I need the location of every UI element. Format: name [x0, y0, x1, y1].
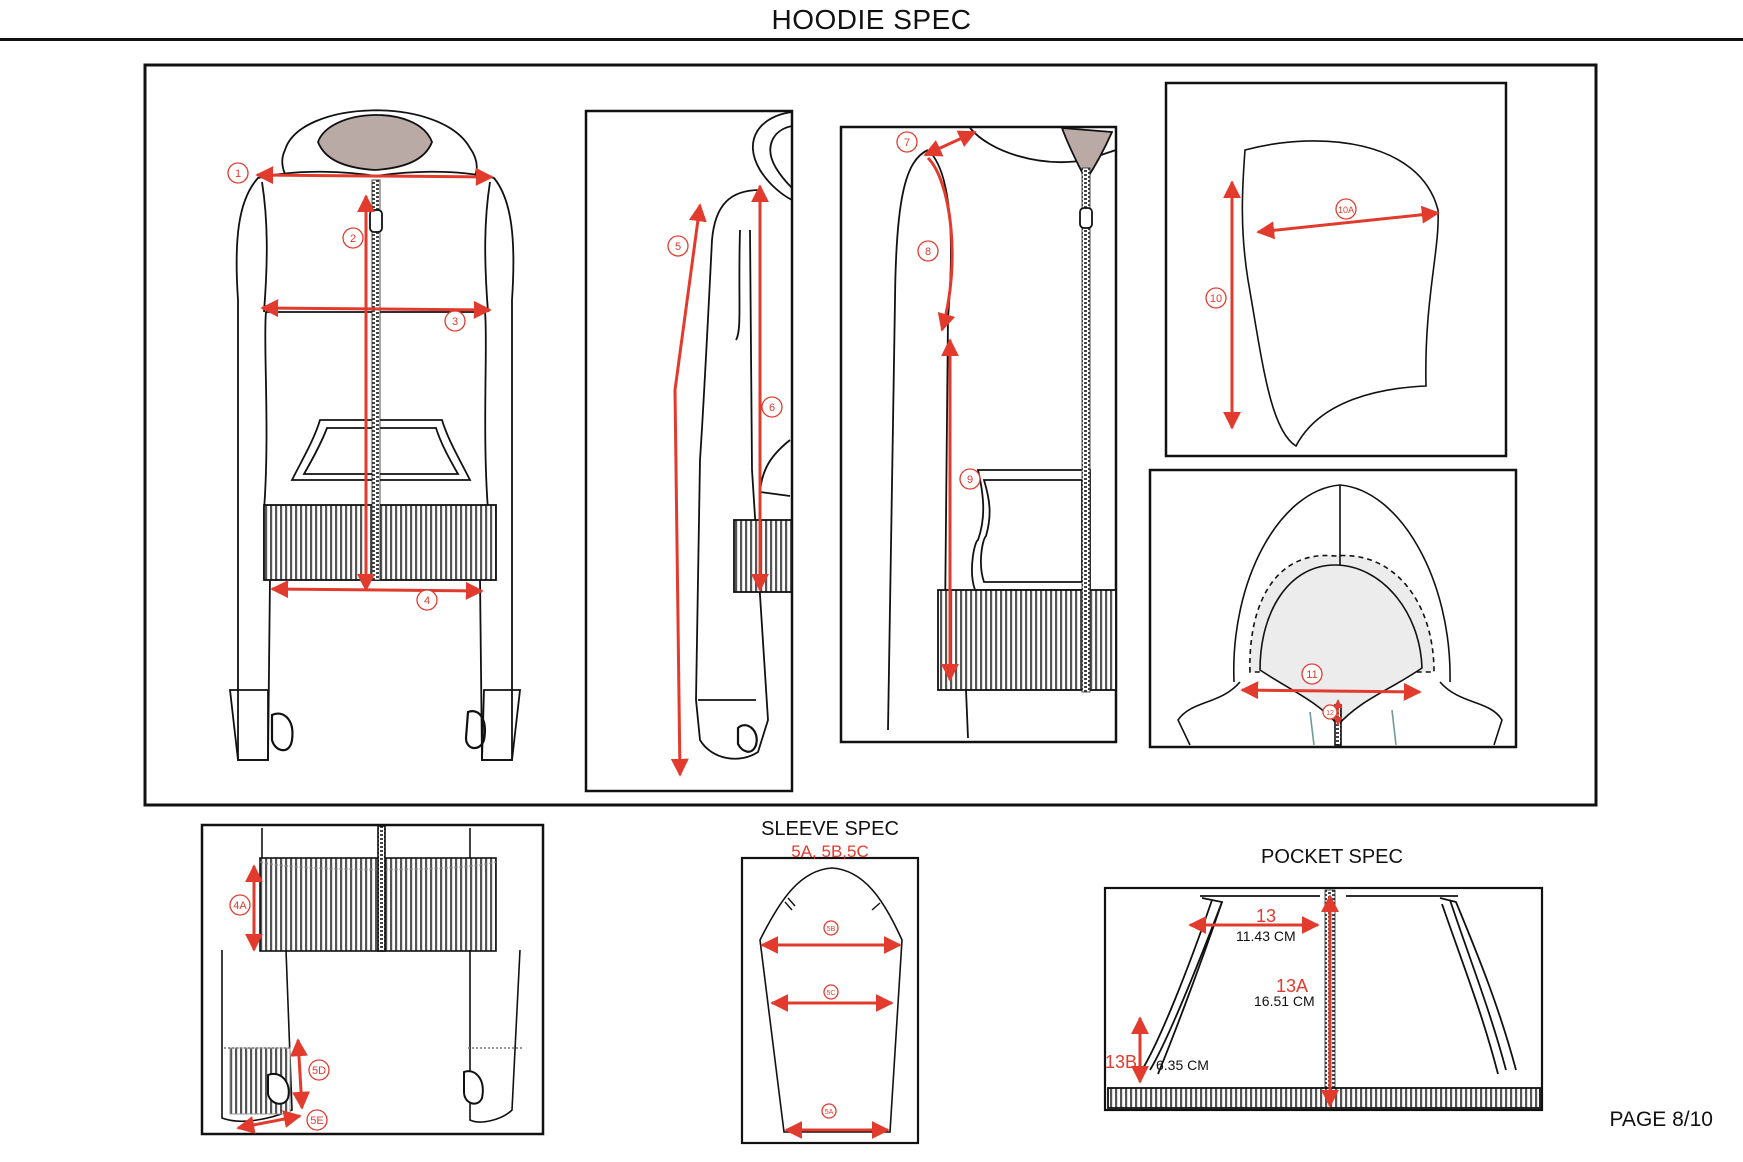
front-view — [228, 109, 522, 761]
main-views-frame — [143, 63, 1598, 807]
callout-4: 4 — [416, 589, 438, 611]
front-measurements — [255, 166, 494, 600]
svg-text:4A: 4A — [233, 900, 247, 912]
side-measurements — [670, 184, 769, 777]
svg-text:12: 12 — [1326, 710, 1334, 717]
sleeve-spec-subtitle: 5A, 5B,5C — [791, 842, 869, 861]
sleeve-spec-title: SLEEVE SPEC — [761, 818, 899, 840]
pocket-spec-panel — [1103, 886, 1544, 1112]
callout-12: 12 — [1322, 704, 1338, 720]
callout-10: 10 — [1205, 287, 1227, 309]
callout-5a: 5A — [821, 1103, 837, 1119]
svg-text:6: 6 — [769, 402, 775, 414]
callout-5c: 5C — [823, 984, 839, 1000]
svg-text:3: 3 — [452, 316, 458, 328]
callout-5d: 5D — [308, 1059, 330, 1081]
callout-5b: 5B — [823, 920, 839, 936]
pocket-detail — [1107, 889, 1541, 1109]
callout-5e: 5E — [306, 1109, 328, 1131]
svg-text:1: 1 — [235, 168, 241, 180]
callout-1: 1 — [227, 162, 249, 184]
svg-text:9: 9 — [967, 474, 973, 486]
svg-text:5B: 5B — [827, 926, 836, 933]
svg-text:5: 5 — [675, 241, 681, 253]
three-quarter-view — [887, 126, 1117, 739]
page-number: PAGE 8/10 — [1609, 1108, 1713, 1131]
svg-text:5A: 5A — [825, 1109, 834, 1116]
three-quarter-measurements — [923, 130, 977, 682]
svg-text:5C: 5C — [827, 990, 836, 997]
callout-4a: 4A — [229, 894, 251, 916]
page-title: HOODIE SPEC — [771, 4, 972, 35]
svg-text:5D: 5D — [312, 1065, 326, 1077]
callout-11: 11 — [1301, 663, 1323, 685]
callout-9: 9 — [959, 468, 981, 490]
svg-text:4: 4 — [424, 595, 430, 607]
sleeve-pattern — [759, 867, 903, 1133]
callout-10a: 10A — [1335, 198, 1357, 220]
pocket-spec-title: POCKET SPEC — [1261, 846, 1403, 868]
svg-text:5E: 5E — [310, 1115, 323, 1127]
pocket-measurements — [1131, 894, 1339, 1108]
sleeve-measurements — [760, 936, 902, 1139]
svg-text:10A: 10A — [1338, 205, 1354, 215]
svg-text:7: 7 — [904, 137, 910, 149]
hem-cuff-measurements — [236, 864, 311, 1134]
svg-text:11: 11 — [1306, 669, 1317, 681]
hem-cuff-view — [221, 825, 522, 1123]
pocket-13a-value: 16.51 CM — [1254, 993, 1315, 1009]
callout-6: 6 — [761, 396, 783, 418]
hood-side-view — [1241, 140, 1439, 448]
hood-front-measurements — [1240, 681, 1422, 726]
hood-side-panel — [1164, 81, 1508, 458]
callout-5: 5 — [667, 235, 689, 257]
callout-2: 2 — [342, 227, 364, 249]
pocket-13b-value: 6.35 CM — [1156, 1057, 1209, 1073]
callout-3: 3 — [444, 310, 466, 332]
title-divider — [0, 38, 1743, 41]
callout-8: 8 — [917, 240, 939, 262]
pocket-13a-code: 13A — [1276, 976, 1309, 996]
svg-text:10: 10 — [1210, 293, 1222, 305]
svg-text:8: 8 — [925, 246, 931, 258]
svg-text:2: 2 — [350, 233, 356, 245]
hood-side-measurements — [1223, 180, 1440, 430]
pocket-13b-code: 13B — [1105, 1052, 1138, 1072]
callout-7: 7 — [896, 131, 918, 153]
pocket-13-value: 11.43 CM — [1236, 928, 1296, 944]
pocket-13-code: 13 — [1256, 906, 1277, 926]
